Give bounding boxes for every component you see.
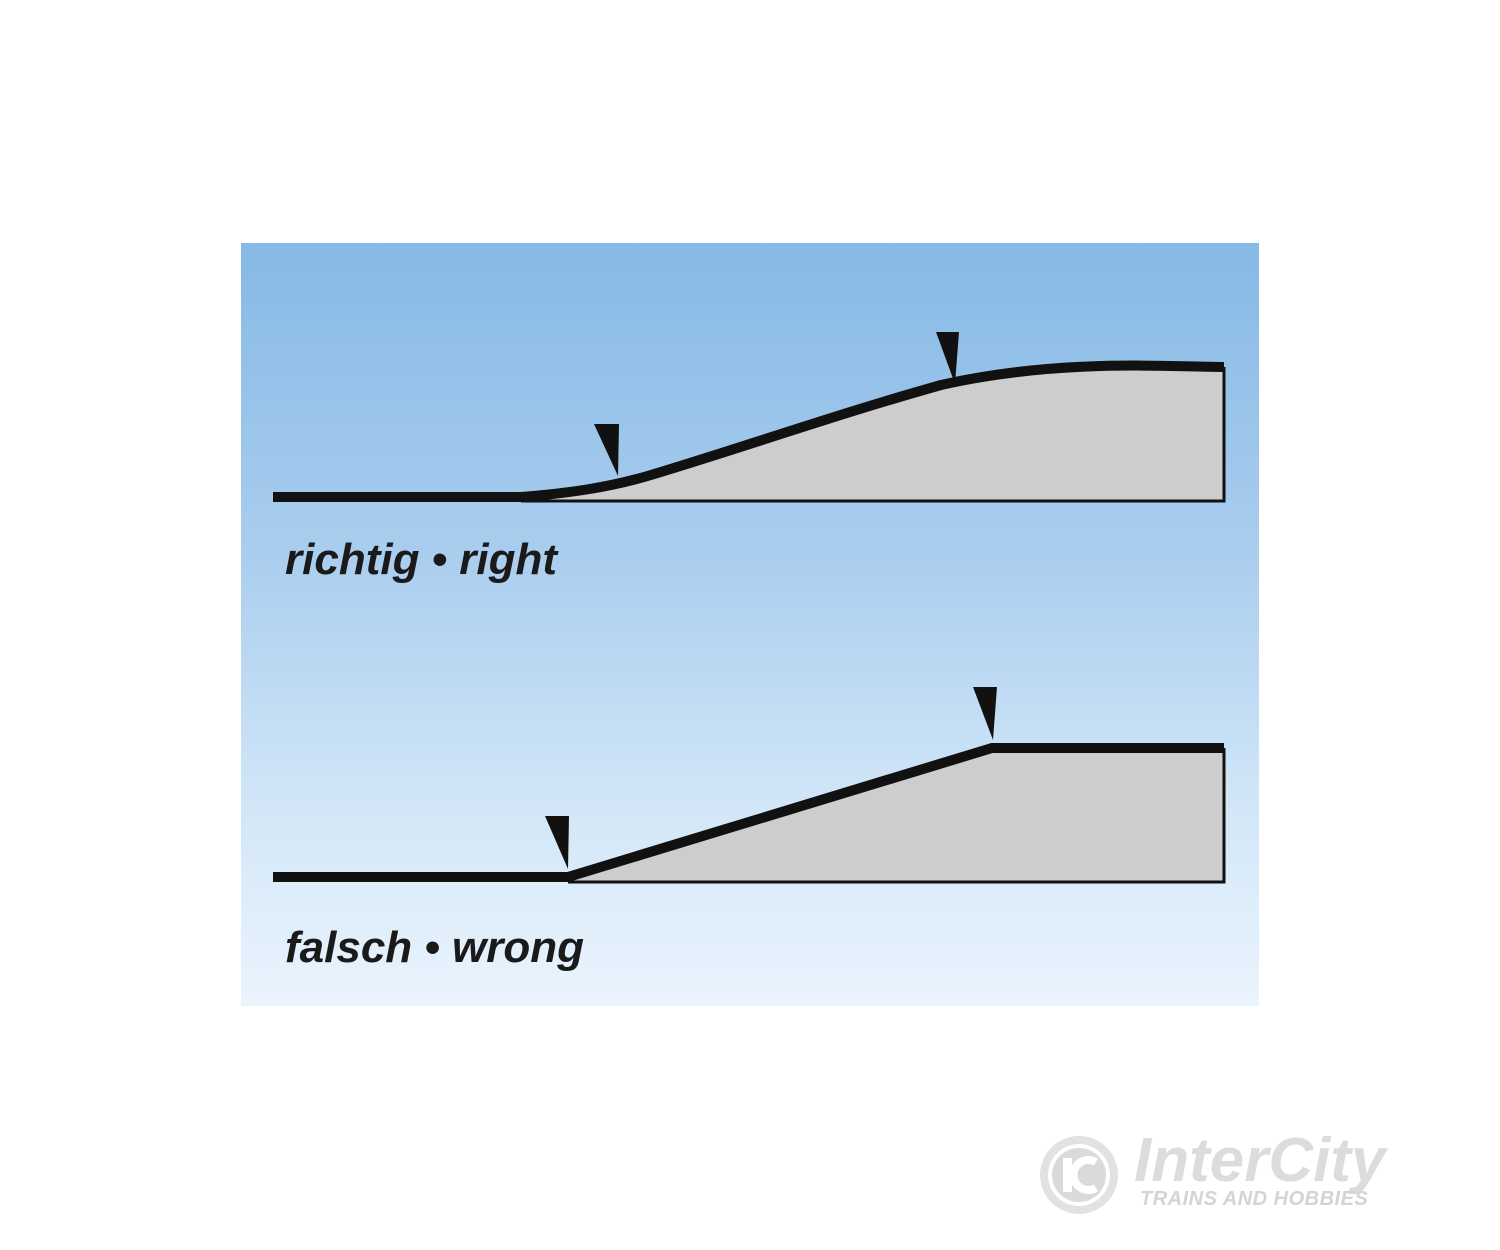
kink-marker-lower bbox=[545, 816, 569, 869]
correct-ramp-outline bbox=[521, 367, 1226, 503]
diagram-panel: richtig • right falsch • wrong bbox=[241, 243, 1259, 1006]
wrong-ramp bbox=[273, 687, 1226, 884]
kink-marker-upper bbox=[973, 687, 997, 740]
wrong-ramp-profile bbox=[273, 743, 1224, 882]
caption-wrong: falsch • wrong bbox=[285, 923, 584, 972]
correct-ramp bbox=[273, 332, 1226, 503]
ramp-diagram bbox=[273, 332, 1226, 884]
correct-ramp-profile bbox=[273, 360, 1225, 502]
watermark-tagline: TRAINS AND HOBBIES bbox=[1140, 1188, 1369, 1210]
transition-marker-lower bbox=[594, 424, 619, 476]
wrong-ramp-outline bbox=[568, 748, 1226, 884]
correct-ramp-fill bbox=[521, 365, 1224, 501]
caption-right: richtig • right bbox=[285, 535, 558, 584]
intercity-watermark: InterCity TRAINS AND HOBBIES bbox=[1030, 1128, 1450, 1218]
watermark-brand: InterCity bbox=[1134, 1126, 1386, 1195]
wrong-ramp-fill bbox=[568, 750, 1224, 882]
transition-marker-upper bbox=[936, 332, 959, 384]
intercity-logo-icon bbox=[1040, 1136, 1118, 1214]
